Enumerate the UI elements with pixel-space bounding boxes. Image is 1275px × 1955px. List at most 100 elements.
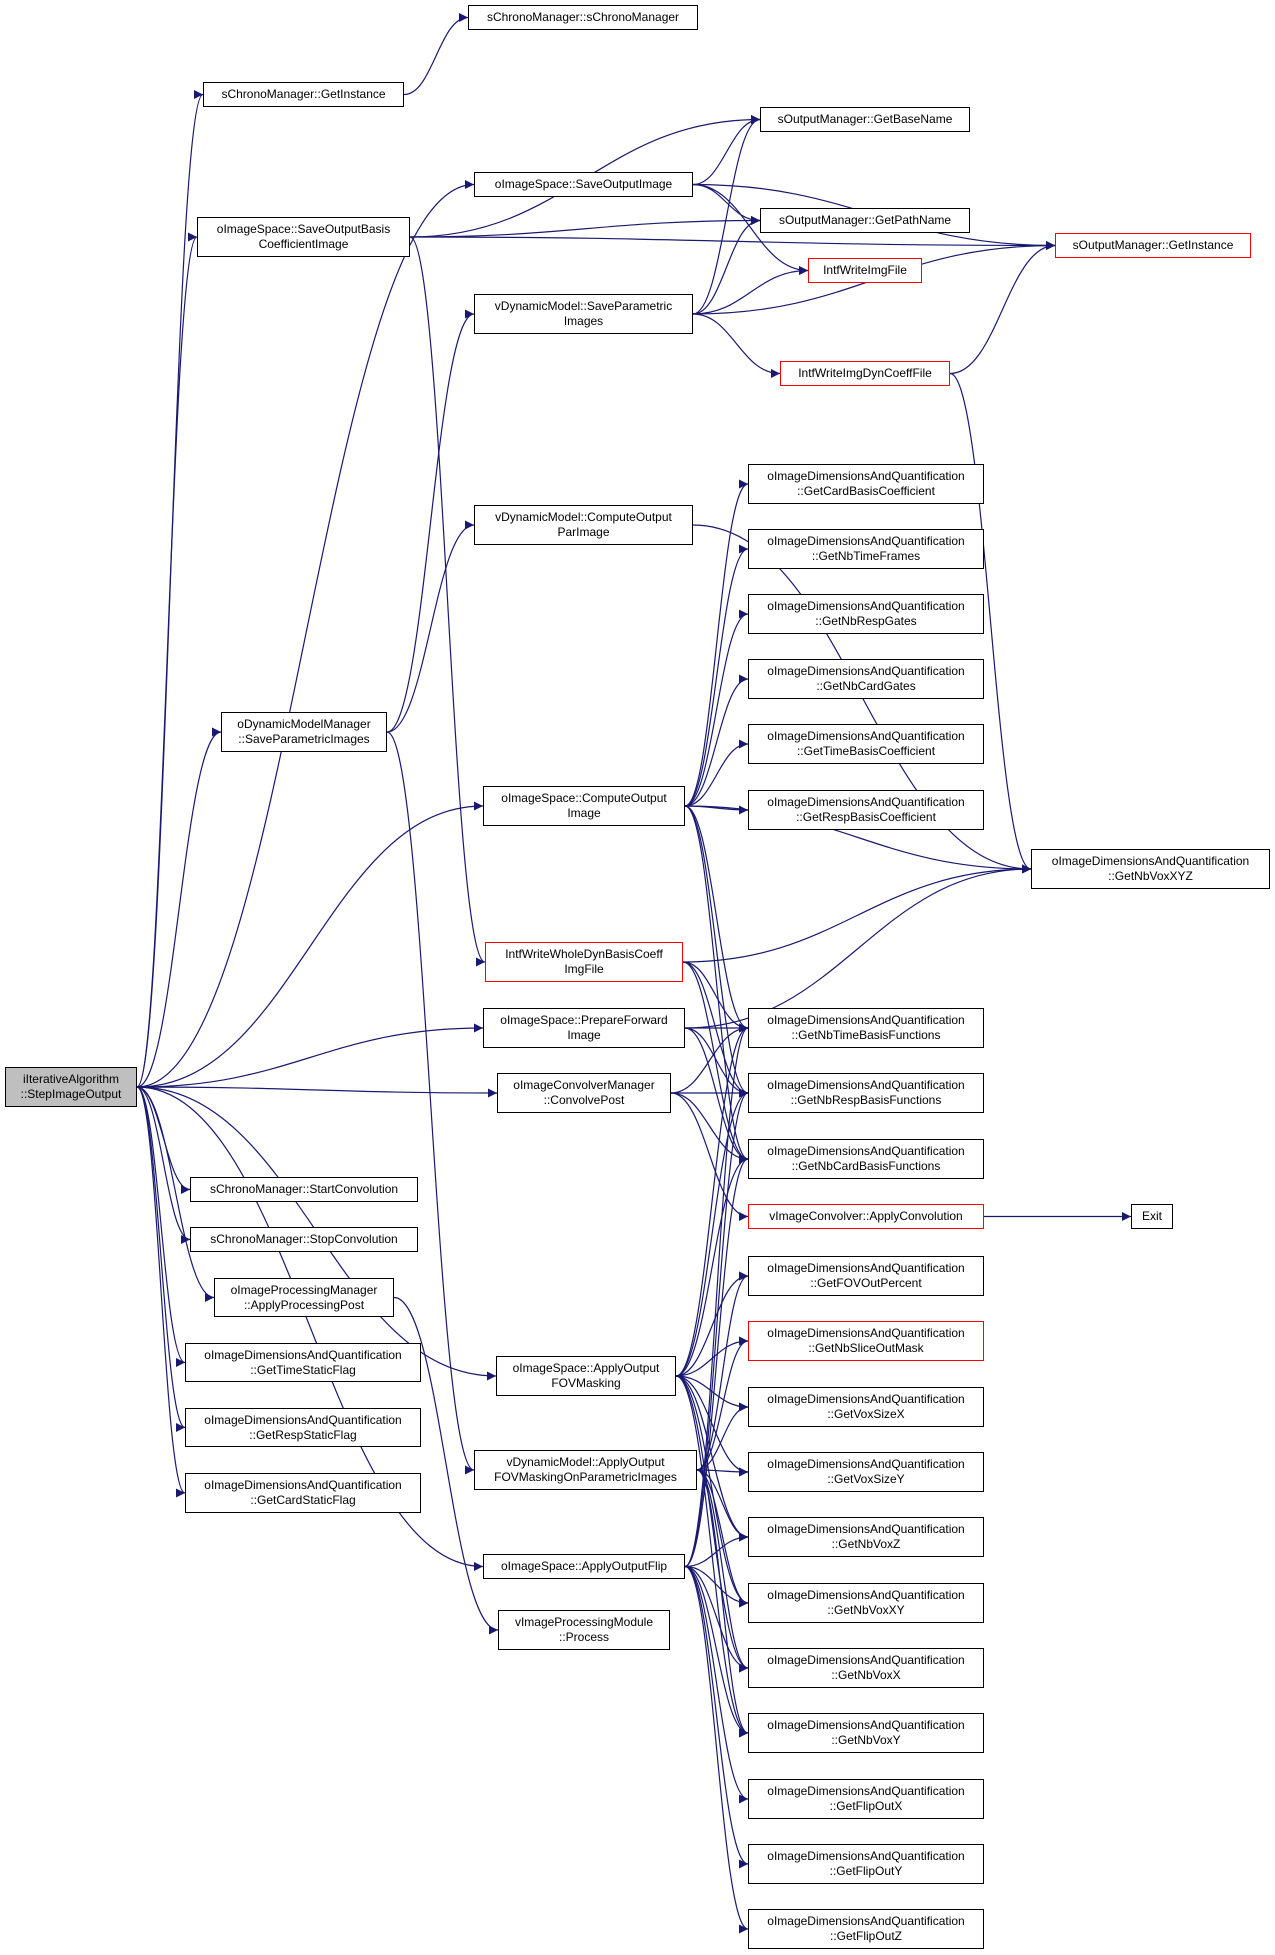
edge-compute_output-to-nb_time_basis_fn <box>684 805 749 1033</box>
node-get-flip-out-x[interactable]: oImageDimensionsAndQuantification::GetFl… <box>748 1779 984 1819</box>
node-get-nb-card-gates[interactable]: oImageDimensionsAndQuantification::GetNb… <box>748 659 984 699</box>
node-get-nb-resp-gates[interactable]: oImageDimensionsAndQuantification::GetNb… <box>748 594 984 634</box>
node-label-line: ::GetRespBasisCoefficient <box>796 810 936 824</box>
node-label-line: ImgFile <box>564 962 604 976</box>
edge-compute_output-to-card_basis_coeff <box>684 479 749 807</box>
node-get-nb-vox-xy[interactable]: oImageDimensionsAndQuantification::GetNb… <box>748 1583 984 1623</box>
node-get-nb-card-basis-functions[interactable]: oImageDimensionsAndQuantification::GetNb… <box>748 1139 984 1179</box>
node-label-line: oImageConvolverManager <box>513 1078 655 1092</box>
node-convolver-manager-convolve-post[interactable]: oImageConvolverManager::ConvolvePost <box>497 1073 671 1113</box>
node-get-nb-slice-out-mask[interactable]: oImageDimensionsAndQuantification::GetNb… <box>748 1321 984 1361</box>
edge-fov_mask-to-nb_card_basis_fn <box>675 1154 749 1377</box>
node-get-time-basis-coefficient[interactable]: oImageDimensionsAndQuantification::GetTi… <box>748 724 984 764</box>
node-get-nb-time-frames[interactable]: oImageDimensionsAndQuantification::GetNb… <box>748 529 984 569</box>
node-label-line: ::GetNbVoxY <box>831 1733 901 1747</box>
node-iterative-algorithm-step-image-output[interactable]: iIterativeAlgorithm::StepImageOutput <box>5 1067 137 1107</box>
node-label-line: oImageDimensionsAndQuantification <box>767 1078 965 1092</box>
edge-root-to-card_static <box>136 1086 186 1498</box>
node-label-line: IntfWriteWholeDynBasisCoeff <box>505 947 663 961</box>
edge-compute_output-to-nb_card_gates <box>684 674 749 807</box>
node-processing-module-process[interactable]: vImageProcessingModule::Process <box>498 1610 670 1650</box>
node-label-line: ::ApplyProcessingPost <box>243 1297 365 1312</box>
node-label-line: ::GetFlipOutX <box>829 1799 903 1813</box>
node-get-nb-vox-xyz[interactable]: oImageDimensionsAndQuantification::GetNb… <box>1031 849 1270 889</box>
node-get-resp-basis-coefficient[interactable]: oImageDimensionsAndQuantification::GetRe… <box>748 790 984 830</box>
node-label-line: oImageDimensionsAndQuantification <box>204 1347 402 1362</box>
edge-intf_whole_dyn-to-nb_card_basis_fn <box>682 961 749 1164</box>
node-get-time-static-flag[interactable]: oImageDimensionsAndQuantification::GetTi… <box>185 1343 421 1382</box>
node-label-line: ParImage <box>557 525 610 539</box>
node-label-line: oImageDimensionsAndQuantification <box>767 1522 965 1536</box>
node-dynamic-model-manager-save-parametric[interactable]: oDynamicModelManager::SaveParametricImag… <box>221 712 387 752</box>
node-chrono-stop-convolution[interactable]: sChronoManager::StopConvolution <box>190 1227 418 1252</box>
edge-save_output_image-to-out_basename <box>692 115 761 186</box>
node-get-nb-resp-basis-functions[interactable]: oImageDimensionsAndQuantification::GetNb… <box>748 1073 984 1113</box>
node-label-line: oImageDimensionsAndQuantification <box>767 1849 965 1863</box>
node-chrono-constructor[interactable]: sChronoManager::sChronoManager <box>468 5 698 30</box>
node-label-line: oImageDimensionsAndQuantification <box>767 599 965 613</box>
node-apply-output-flip[interactable]: oImageSpace::ApplyOutputFlip <box>483 1554 685 1579</box>
node-exit[interactable]: Exit <box>1131 1204 1173 1229</box>
node-get-nb-vox-x[interactable]: oImageDimensionsAndQuantification::GetNb… <box>748 1648 984 1688</box>
node-label-line: ::GetFlipOutY <box>829 1864 903 1878</box>
edge-save_output_image-to-intf_write_img <box>692 183 809 275</box>
node-label-line: ::GetNbSliceOutMask <box>808 1341 924 1355</box>
node-label-line: sOutputManager::GetBaseName <box>777 112 953 126</box>
node-label-line: ::GetNbCardBasisFunctions <box>791 1159 941 1173</box>
node-image-convolver-apply-convolution[interactable]: vImageConvolver::ApplyConvolution <box>748 1204 984 1229</box>
node-label-line: ::GetCardStaticFlag <box>250 1493 356 1507</box>
edge-apply_flip-to-flip_out_y <box>684 1565 749 1869</box>
node-label-line: ::GetVoxSizeX <box>827 1407 905 1421</box>
edge-fov_mask-to-vox_size_y <box>675 1375 749 1477</box>
node-label-line: vDynamicModel::SaveParametric <box>494 299 673 313</box>
node-label-line: Images <box>563 314 604 328</box>
node-label-line: oImageSpace::SaveOutputBasis <box>216 222 391 236</box>
node-get-flip-out-z[interactable]: oImageDimensionsAndQuantification::GetFl… <box>748 1909 984 1949</box>
node-get-flip-out-y[interactable]: oImageDimensionsAndQuantification::GetFl… <box>748 1844 984 1884</box>
node-get-nb-vox-y[interactable]: oImageDimensionsAndQuantification::GetNb… <box>748 1713 984 1753</box>
node-output-manager-get-path-name[interactable]: sOutputManager::GetPathName <box>760 208 970 233</box>
node-get-card-basis-coefficient[interactable]: oImageDimensionsAndQuantification::GetCa… <box>748 464 984 504</box>
node-label-line: ::GetFlipOutZ <box>829 1929 903 1943</box>
node-processing-manager-apply-post[interactable]: oImageProcessingManager::ApplyProcessing… <box>214 1278 394 1317</box>
node-save-output-image[interactable]: oImageSpace::SaveOutputImage <box>474 172 693 197</box>
node-get-nb-time-basis-functions[interactable]: oImageDimensionsAndQuantification::GetNb… <box>748 1008 984 1048</box>
node-get-nb-vox-z[interactable]: oImageDimensionsAndQuantification::GetNb… <box>748 1517 984 1557</box>
node-label-line: oImageDimensionsAndQuantification <box>767 1013 965 1027</box>
node-get-vox-size-x[interactable]: oImageDimensionsAndQuantification::GetVo… <box>748 1387 984 1427</box>
node-output-manager-get-instance[interactable]: sOutputManager::GetInstance <box>1055 233 1251 258</box>
edge-intf_write_dyn_coeff-to-out_getinstance <box>949 241 1056 375</box>
node-intf-write-img-dyn-coeff-file[interactable]: IntfWriteImgDynCoeffFile <box>780 361 950 386</box>
node-get-resp-static-flag[interactable]: oImageDimensionsAndQuantification::GetRe… <box>185 1408 421 1447</box>
edge-apply_flip-to-nb_time_basis_fn <box>684 1023 749 1568</box>
edge-chrono_getinstance-to-chrono_ctor <box>403 13 469 96</box>
node-get-card-static-flag[interactable]: oImageDimensionsAndQuantification::GetCa… <box>185 1473 421 1513</box>
node-label-line: oImageDimensionsAndQuantification <box>767 469 965 483</box>
edge-compute_output-to-time_basis_coeff <box>684 739 749 807</box>
node-label-line: sChronoManager::StartConvolution <box>209 1182 399 1196</box>
node-label-line: oImageDimensionsAndQuantification <box>767 534 965 548</box>
edge-vdm_save_param-to-out_pathname <box>692 216 761 315</box>
edge-apply_flip-to-nb_resp_basis_fn <box>684 1088 749 1568</box>
edge-intf_whole_dyn-to-nb_vox_xyz <box>682 864 1032 963</box>
node-output-manager-get-base-name[interactable]: sOutputManager::GetBaseName <box>760 107 970 132</box>
edge-root-to-prepare_forward <box>136 1023 484 1088</box>
edge-root-to-chrono_stop <box>136 1086 191 1244</box>
node-intf-write-img-file[interactable]: IntfWriteImgFile <box>808 258 922 283</box>
node-get-vox-size-y[interactable]: oImageDimensionsAndQuantification::GetVo… <box>748 1452 984 1492</box>
edge-apply_flip-to-nb_vox_xy <box>684 1565 749 1608</box>
node-get-fov-out-percent[interactable]: oImageDimensionsAndQuantification::GetFO… <box>748 1256 984 1296</box>
node-chrono-get-instance[interactable]: sChronoManager::GetInstance <box>203 82 404 107</box>
node-chrono-start-convolution[interactable]: sChronoManager::StartConvolution <box>190 1177 418 1202</box>
edge-save_output_basis-to-out_pathname <box>409 216 761 238</box>
node-label-line: oImageDimensionsAndQuantification <box>204 1412 402 1427</box>
